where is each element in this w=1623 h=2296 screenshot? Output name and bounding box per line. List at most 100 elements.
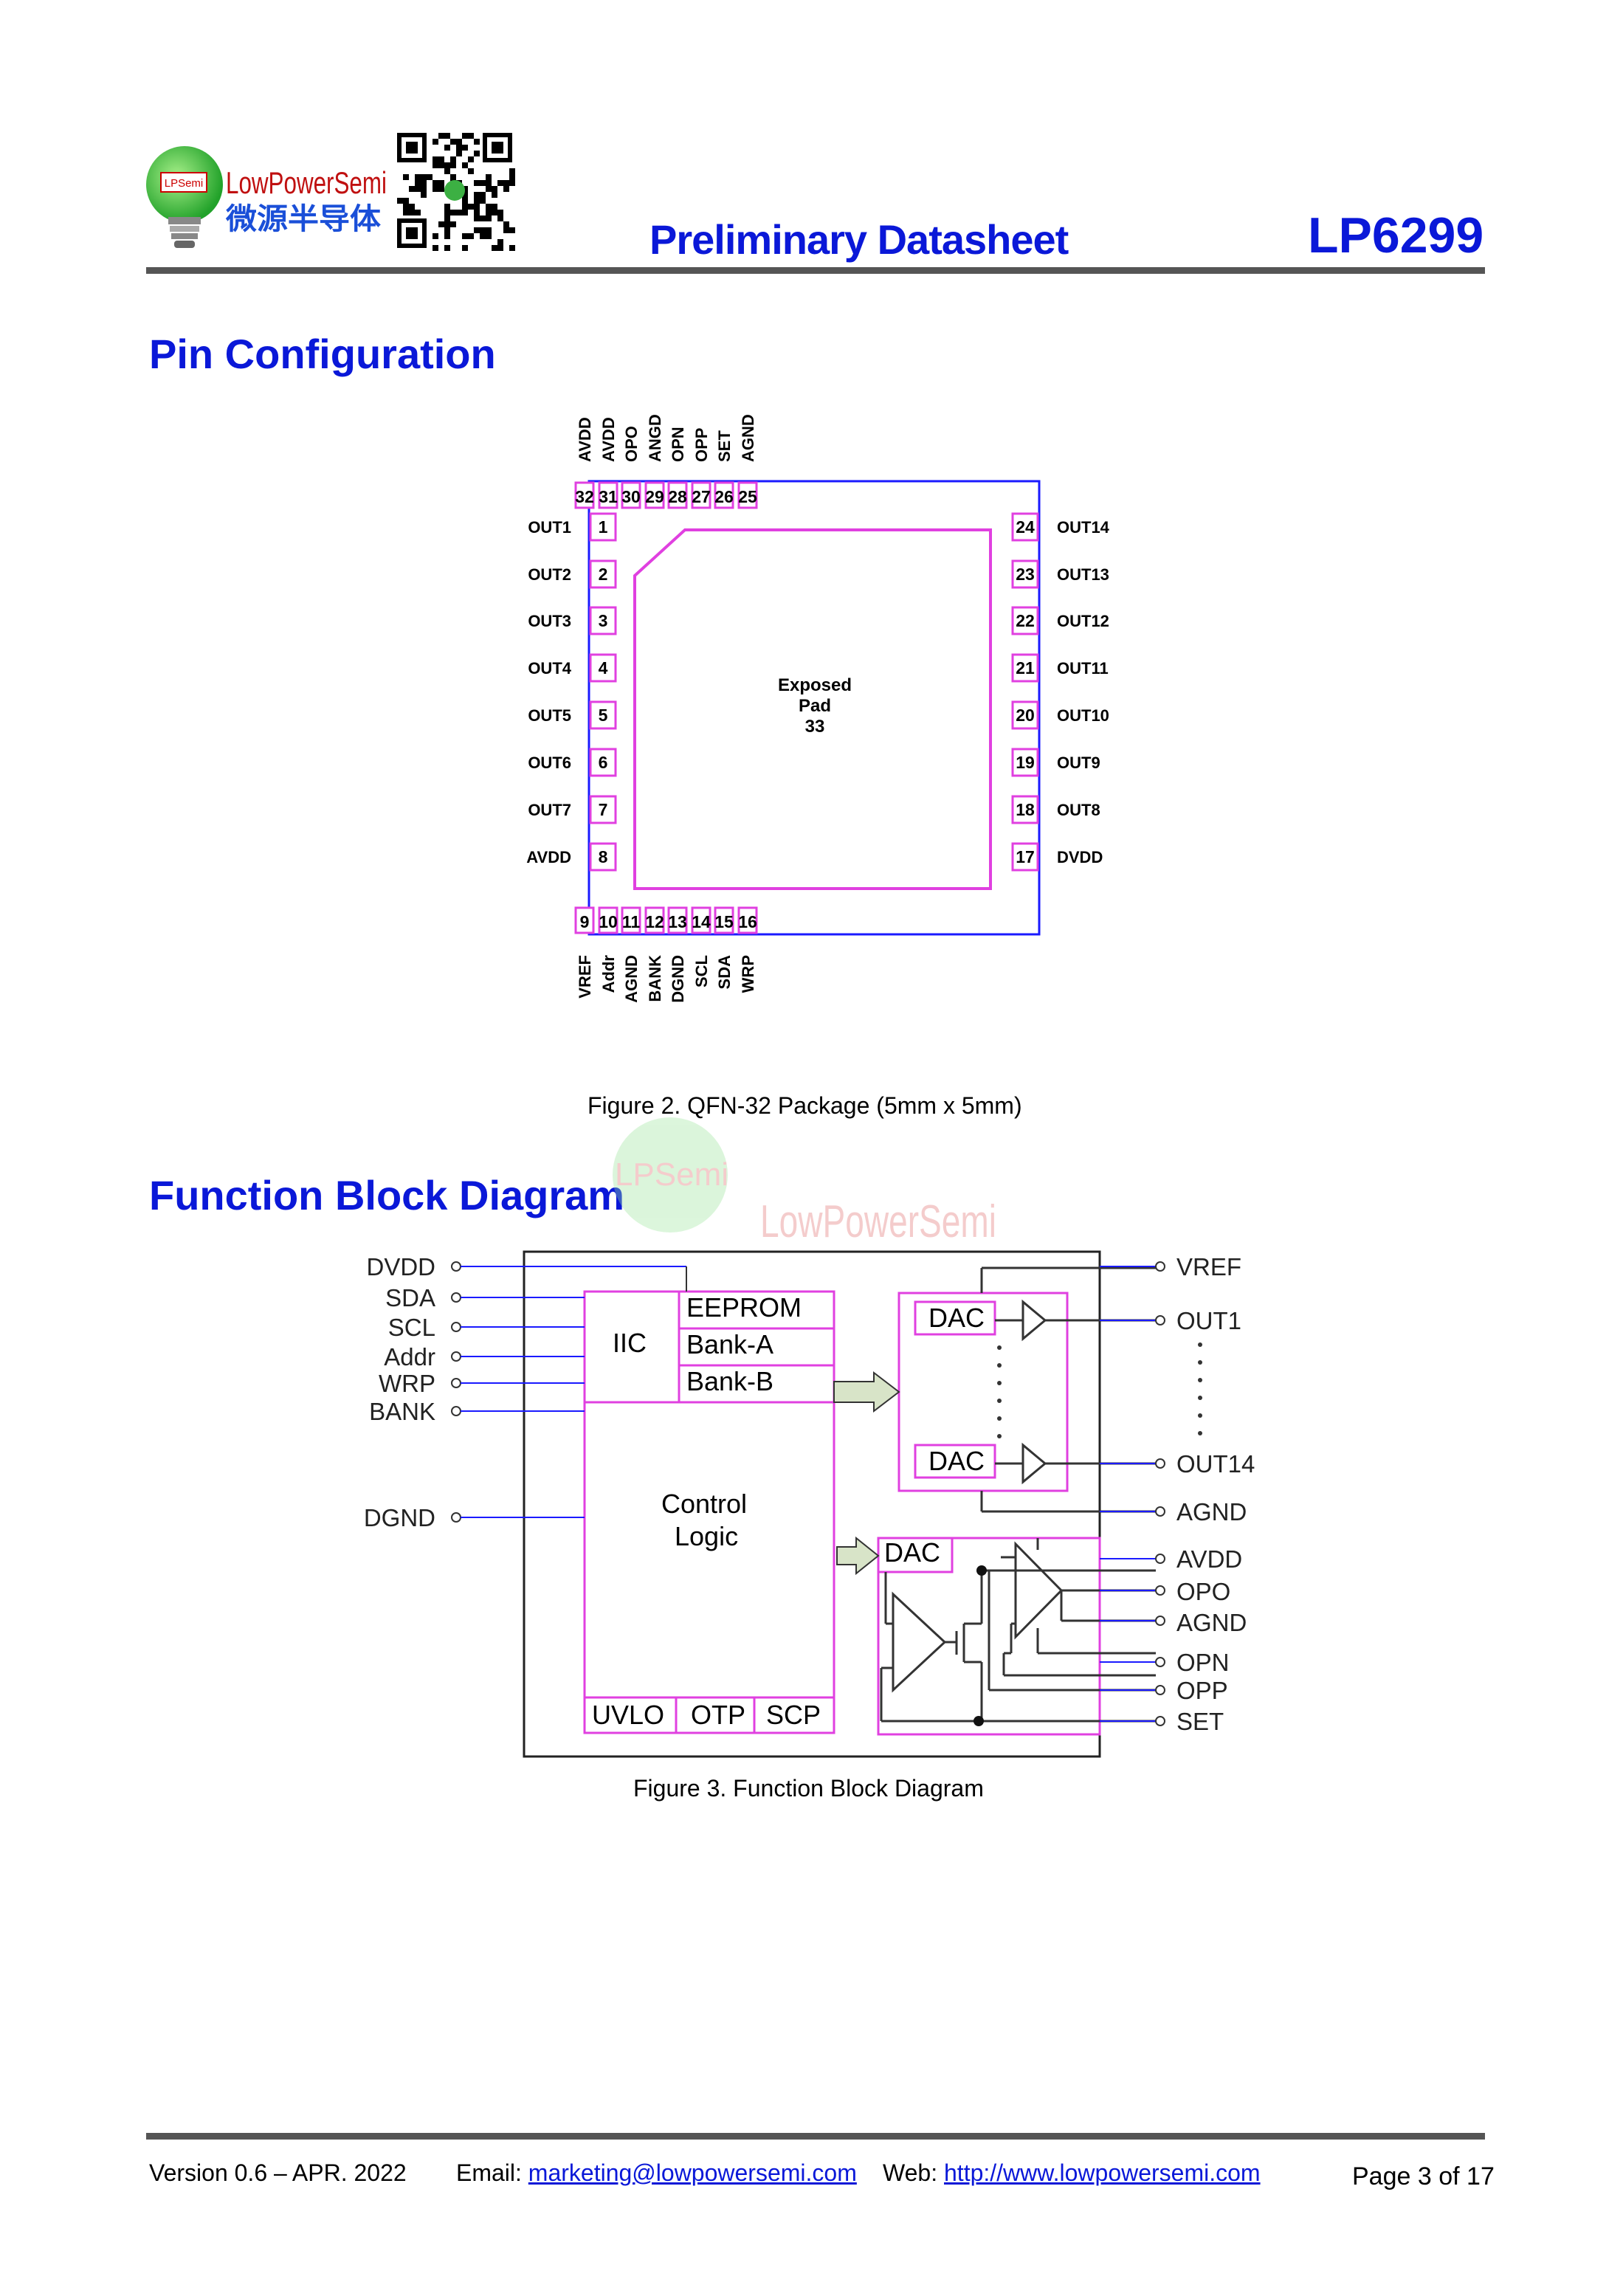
pin-number-20: 20 (1016, 706, 1035, 725)
pin-name-19: OUT9 (1057, 754, 1100, 772)
pin-name-26: SET (715, 430, 734, 462)
pin-number-4: 4 (599, 658, 608, 678)
pin-name-10: Addr (599, 955, 618, 993)
buffer-out1 (1021, 1299, 1047, 1342)
pin-terminal (451, 1261, 461, 1272)
logo-brand-cn: 微源半导体 (225, 203, 381, 235)
pin-name-27: OPP (692, 428, 711, 462)
email-label: Email: (456, 2159, 522, 2186)
pin-box-20 (1011, 700, 1039, 730)
pin-box-32 (574, 481, 595, 509)
pin-number-1: 1 (599, 517, 608, 537)
pin-box-30 (621, 481, 641, 509)
pin-number-25: 25 (738, 487, 757, 506)
figure-2-caption: Figure 2. QFN-32 Package (5mm x 5mm) (587, 1092, 1022, 1119)
pin-number-11: 11 (622, 912, 641, 931)
right-signal-set-9: SET (1176, 1708, 1224, 1735)
control-logic-block (583, 1290, 835, 1734)
pin-number-21: 21 (1016, 658, 1035, 678)
watermark-badge: LPSemi (615, 1156, 728, 1193)
pin-box-21 (1011, 653, 1039, 683)
pin-box-8 (589, 842, 617, 872)
pin-number-27: 27 (692, 487, 711, 506)
right-signal-out14-2: OUT14 (1176, 1450, 1255, 1478)
page-label: Page (1352, 2162, 1411, 2190)
pin-box-31 (598, 481, 618, 509)
pin-number-5: 5 (599, 706, 608, 725)
web-link[interactable]: http://www.lowpowersemi.com (944, 2159, 1261, 2186)
web-label: Web: (883, 2159, 938, 2186)
pin-name-4: OUT4 (528, 659, 571, 678)
web-row: Web: http://www.lowpowersemi.com (883, 2159, 1261, 2187)
pin-name-17: DVDD (1057, 848, 1103, 866)
opamp-section-box (877, 1537, 1101, 1736)
pin-name-1: OUT1 (528, 518, 571, 537)
pin-number-12: 12 (645, 912, 664, 931)
pin-number-26: 26 (714, 487, 734, 506)
pin-box-7 (589, 795, 617, 824)
pin-box-10 (598, 906, 618, 934)
arrow-to-dac-opamp (836, 1536, 880, 1576)
logo-brand-en: LowPowerSemi (226, 165, 387, 200)
package-outline (587, 480, 1041, 936)
pad-label-line3: 33 (805, 717, 825, 737)
company-logo: LPSemi LowPowerSemi 微源半导体 (146, 146, 387, 248)
dac-opamp-label: DAC (884, 1537, 940, 1568)
pin-number-3: 3 (599, 611, 608, 630)
pin-box-15 (714, 906, 734, 934)
dac-block-1 (914, 1300, 996, 1336)
section-heading-function-block-diagram: Function Block Diagram (149, 1172, 625, 1218)
pin-box-28 (667, 481, 688, 509)
pin-number-10: 10 (599, 912, 618, 931)
pin-terminal (1155, 1458, 1165, 1469)
pin-name-13: DGND (669, 955, 687, 1003)
pin-number-6: 6 (599, 753, 608, 772)
pad-label-line1: Exposed (778, 675, 852, 695)
pin-number-7: 7 (599, 800, 608, 819)
email-link[interactable]: marketing@lowpowersemi.com (528, 2159, 857, 2186)
pin-name-21: OUT11 (1057, 659, 1109, 678)
pin-name-12: BANK (646, 955, 664, 1002)
pin-name-8: AVDD (526, 848, 571, 866)
pin-box-13 (667, 906, 688, 934)
pin-terminal (1155, 1315, 1165, 1325)
pin-name-18: OUT8 (1057, 801, 1100, 819)
right-signal-out1-1: OUT1 (1176, 1307, 1241, 1334)
pin-name-31: AVDD (599, 417, 618, 462)
pin-box-19 (1011, 748, 1039, 777)
pin-name-3: OUT3 (528, 612, 571, 630)
pin-number-24: 24 (1016, 517, 1035, 537)
otp-label: OTP (691, 1700, 745, 1730)
pin-number-17: 17 (1016, 847, 1035, 866)
pin-number-2: 2 (599, 565, 608, 584)
pin-name-20: OUT10 (1057, 706, 1109, 725)
pin-name-7: OUT7 (528, 801, 571, 819)
pin-terminal (1155, 1261, 1165, 1272)
pin-terminal (451, 1406, 461, 1416)
header-rule (146, 267, 1485, 274)
chip-boundary (523, 1250, 1101, 1758)
version-text: Version 0.6 – APR. 2022 (149, 2159, 407, 2186)
pin-number-32: 32 (575, 487, 594, 506)
uvlo-label: UVLO (592, 1700, 664, 1730)
pin-terminal (451, 1322, 461, 1332)
pin-number-22: 22 (1016, 611, 1035, 630)
right-signal-vref-0: VREF (1176, 1253, 1241, 1280)
pin-box-27 (691, 481, 711, 509)
pin-terminal (451, 1292, 461, 1303)
pin-box-17 (1011, 842, 1039, 872)
pin-box-1 (589, 512, 617, 542)
internal-opamp (892, 1591, 947, 1693)
figure-3-caption: Figure 3. Function Block Diagram (633, 1775, 984, 1802)
pin-name-9: VREF (576, 955, 594, 999)
pin-name-23: OUT13 (1057, 565, 1109, 584)
page-of-label: of (1438, 2162, 1460, 2190)
pin-number-30: 30 (621, 487, 641, 506)
pin-name-22: OUT12 (1057, 612, 1109, 630)
pin-name-14: SCL (692, 955, 711, 987)
pin-number-13: 13 (668, 912, 687, 931)
pin-box-24 (1011, 512, 1039, 542)
pin-number-23: 23 (1016, 565, 1035, 584)
pin-terminal (1155, 1506, 1165, 1517)
left-signal-scl: SCL (388, 1314, 435, 1341)
